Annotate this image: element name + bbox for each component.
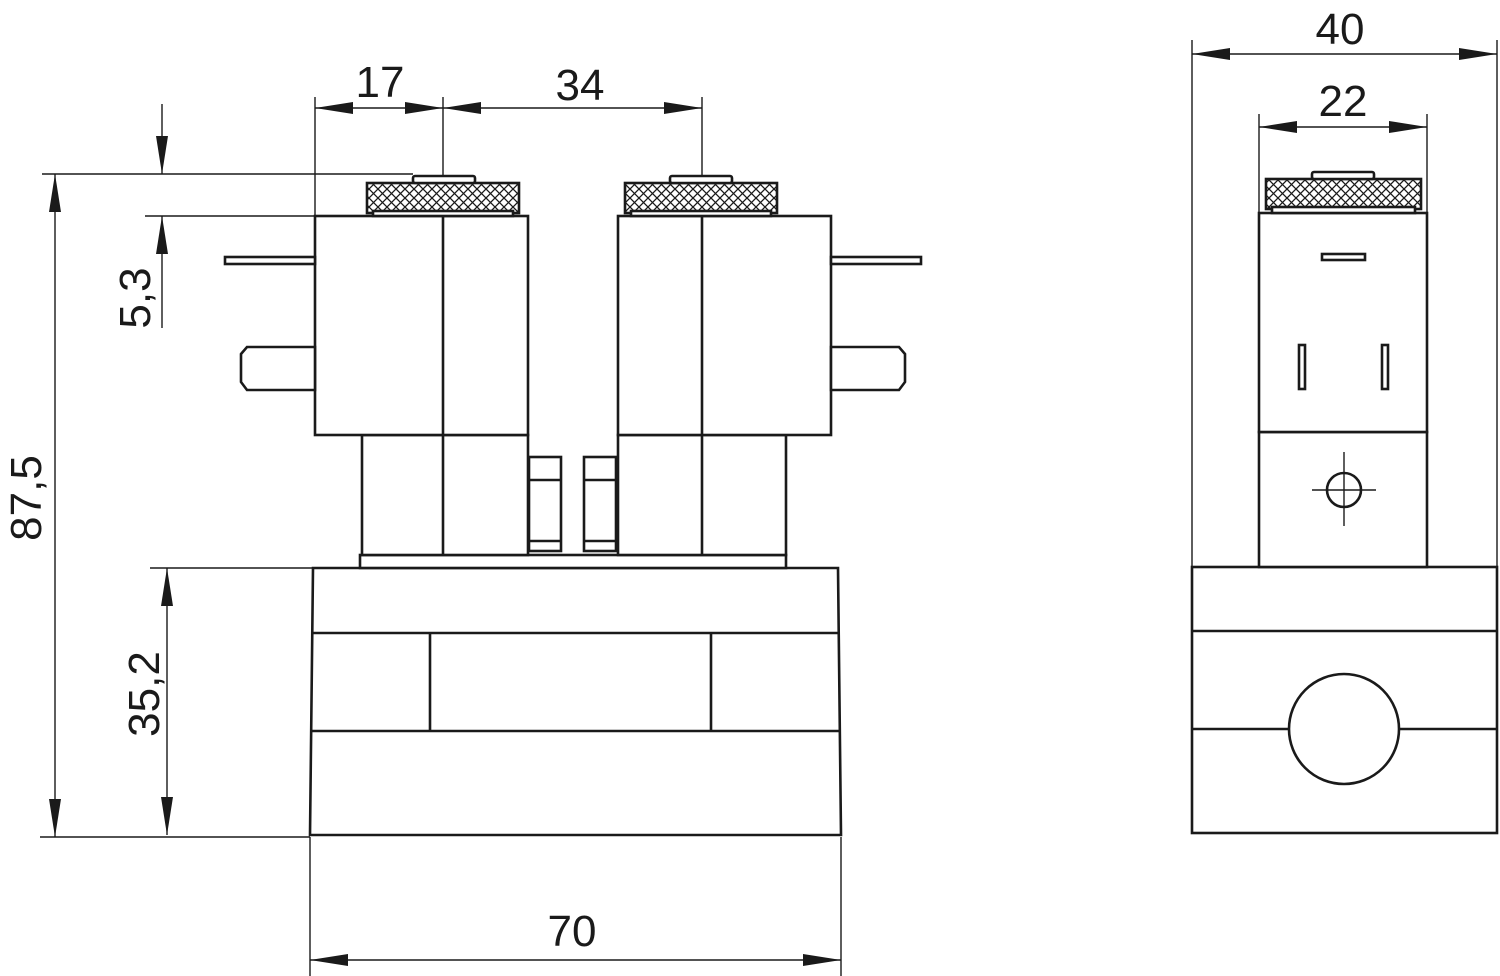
dim-34-label: 34 — [556, 61, 605, 110]
dim-top-offset-lines — [145, 104, 315, 328]
dim-35-2-label: 35,2 — [120, 651, 169, 737]
side-coil — [1257, 170, 1429, 569]
dim-40-label: 40 — [1316, 5, 1365, 54]
dim-70-label: 70 — [548, 907, 597, 956]
side-view: 40 22 — [1190, 5, 1499, 835]
valve-base-block — [308, 553, 843, 837]
dim-side-width-lines — [1191, 40, 1498, 567]
dim-5-3-label: 5,3 — [111, 267, 160, 328]
port-circle — [1287, 672, 1401, 786]
center-brackets — [527, 455, 618, 553]
dim-22-label: 22 — [1319, 77, 1368, 126]
dim-coil-width-lines — [1258, 114, 1428, 213]
side-base-block — [1190, 565, 1499, 835]
dim-base-height-lines — [150, 567, 313, 835]
dim-base-width-lines — [309, 837, 842, 976]
dim-17-label: 17 — [356, 58, 405, 107]
front-view: 17 34 5,3 87,5 35,2 — [2, 58, 923, 976]
dim-pitch-lines — [314, 97, 703, 216]
dim-87-5-label: 87,5 — [2, 455, 51, 541]
left-solenoid-valve — [223, 174, 530, 557]
right-solenoid-valve — [616, 174, 923, 557]
dim-total-height-lines — [40, 173, 413, 838]
